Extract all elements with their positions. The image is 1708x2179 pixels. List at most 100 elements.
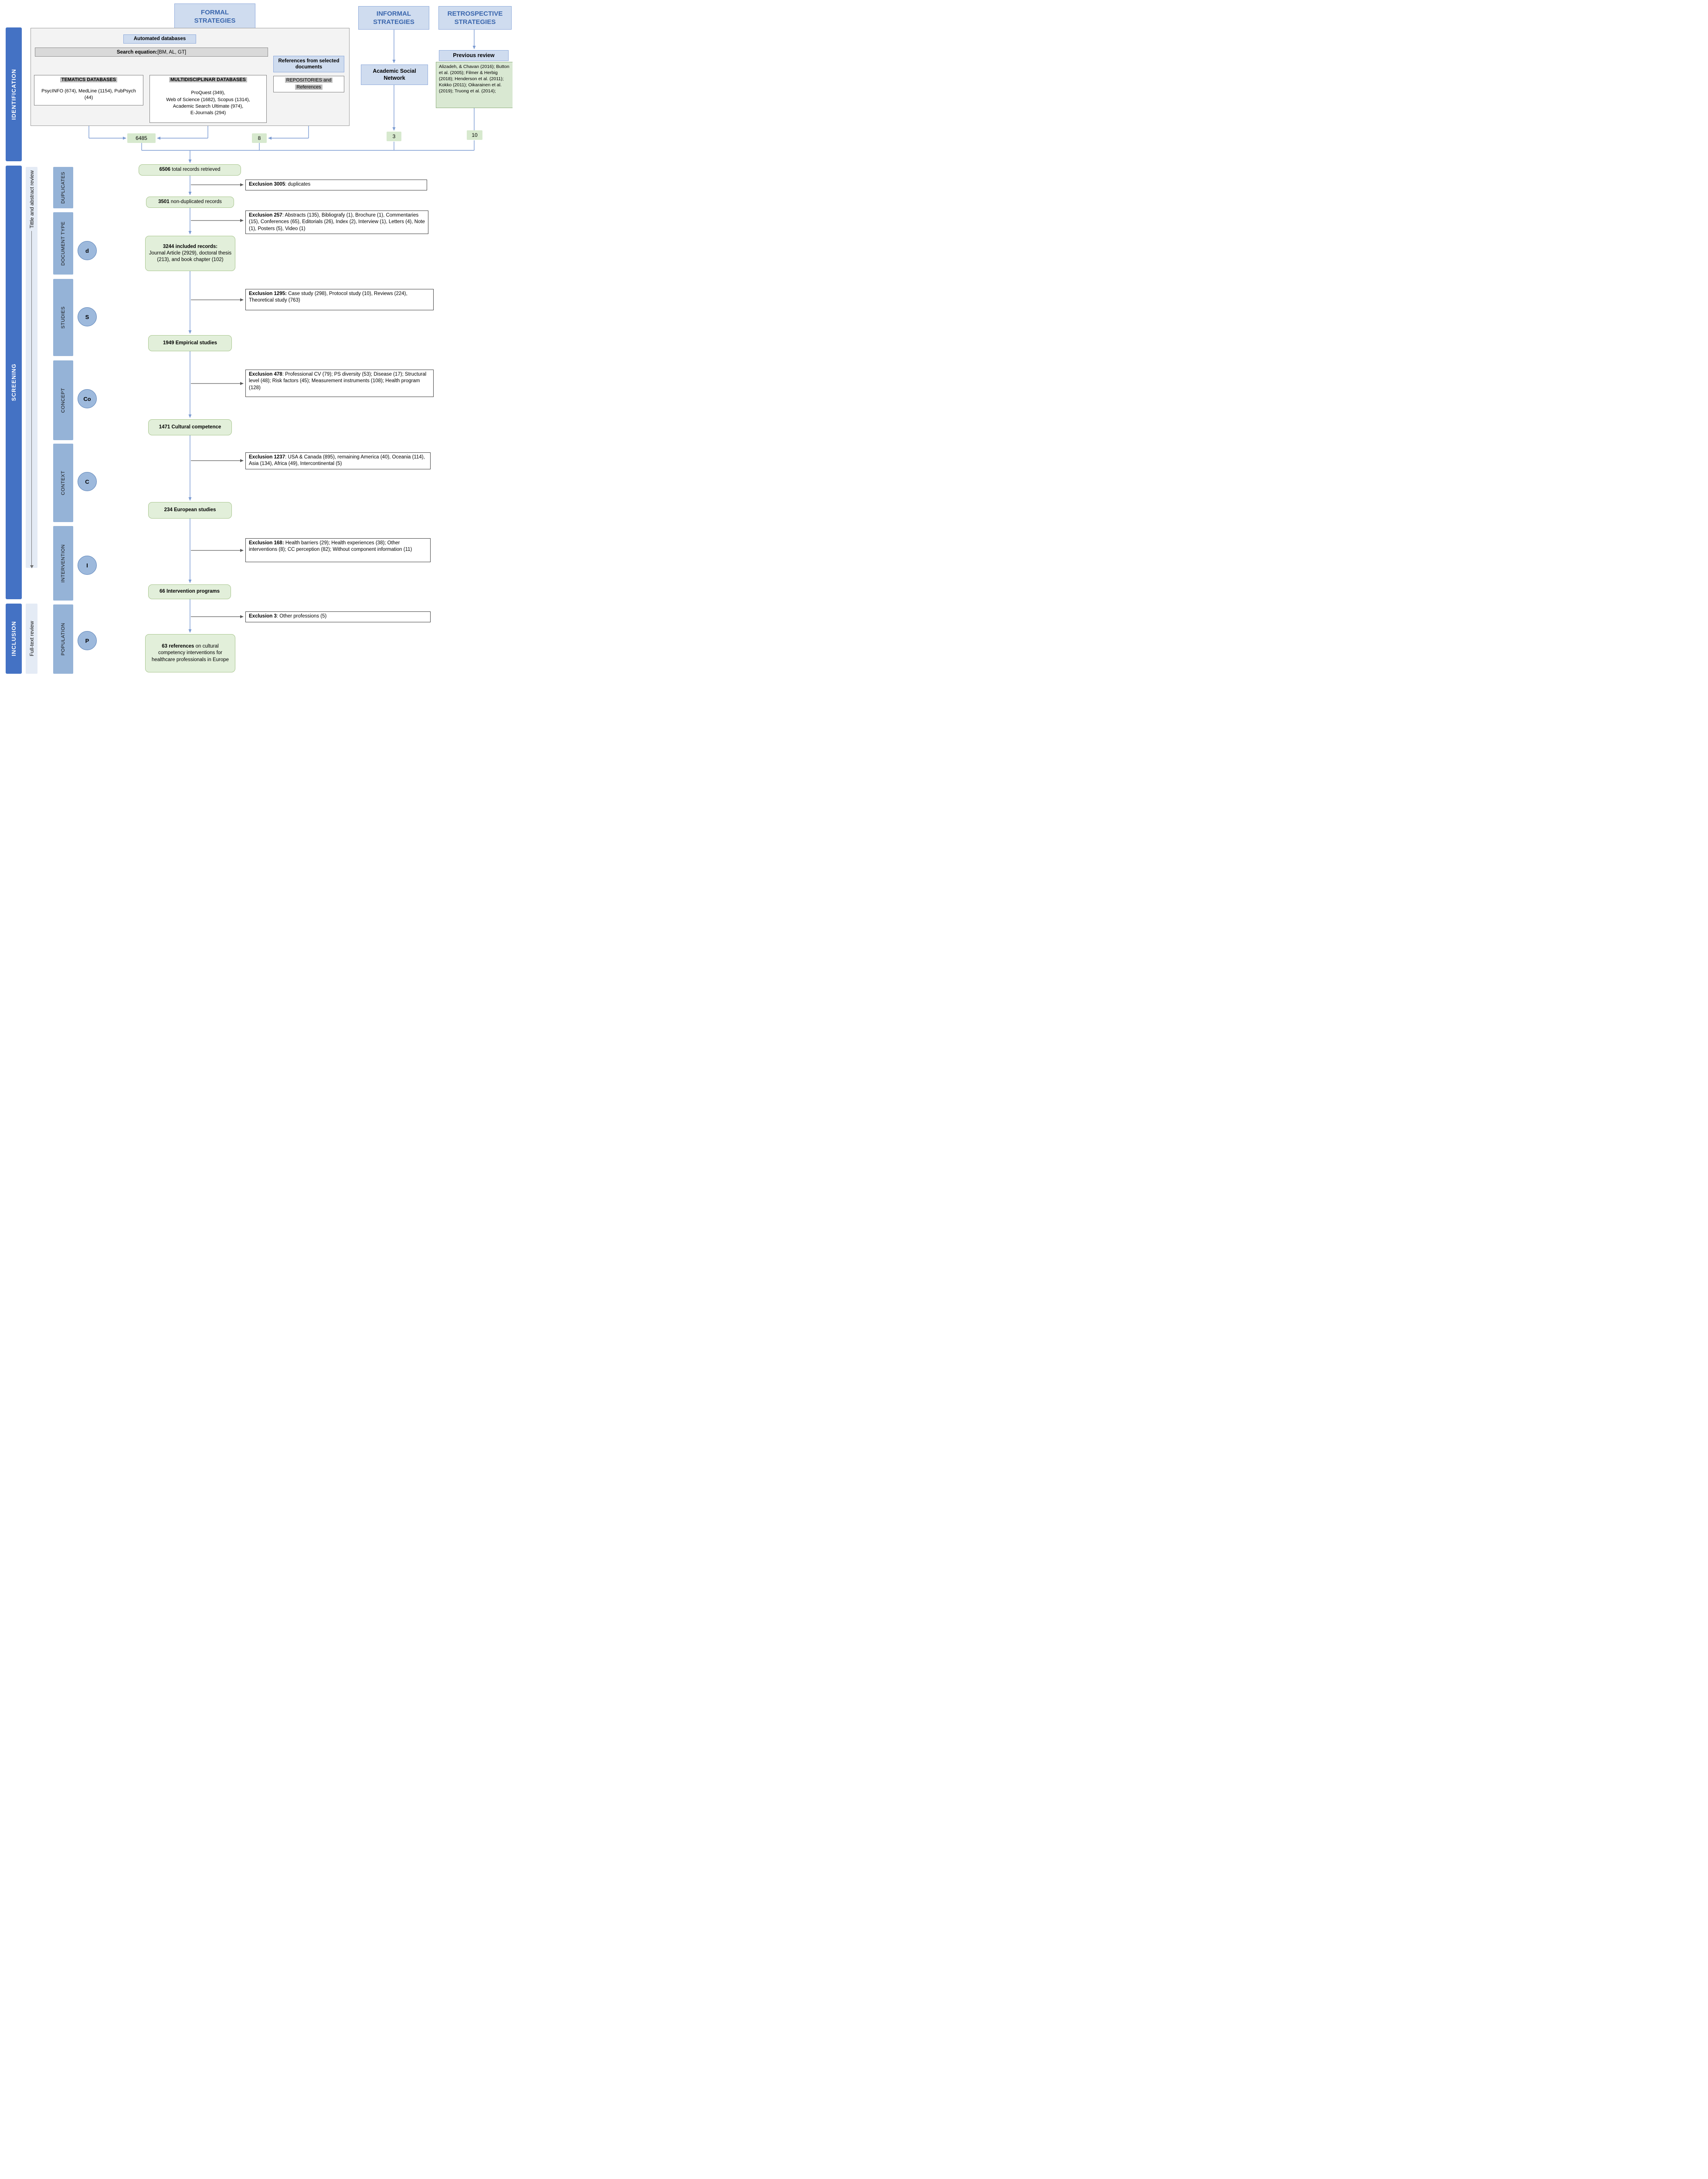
previous-review-label: Previous review bbox=[453, 52, 495, 58]
exclusion-document-type: Exclusion 257: Abstracts (135), Bibliogr… bbox=[245, 210, 428, 234]
flow-intervention-programs: 66 Intervention programs bbox=[148, 584, 231, 599]
academic-social-network-box: Academic Social Network bbox=[361, 64, 428, 85]
flow-total-retrieved: 6506 total records retrieved bbox=[139, 164, 241, 176]
exclusion-intervention-rest: Health barriers (29); Health experiences… bbox=[249, 540, 412, 553]
count-retrospective-value: 10 bbox=[472, 132, 478, 138]
mnemonic-p: P bbox=[85, 637, 89, 644]
exclusion-studies-rest: Case study (298), Protocol study (10), R… bbox=[249, 291, 407, 303]
repositories-line2: References bbox=[295, 85, 323, 90]
flow-final-references: 63 references on cultural competency int… bbox=[145, 634, 235, 672]
exclusion-duplicates-rest: : duplicates bbox=[285, 182, 311, 187]
flow-included-records: 3244 included records: Journal Article (… bbox=[145, 236, 235, 271]
tematics-databases-box: PsycINFO (674), MedLine (1154), PubPsych… bbox=[34, 84, 143, 105]
exclusion-context: Exclusion 1237: USA & Canada (895), rema… bbox=[245, 452, 431, 469]
multidisciplinar-line-3: Academic Search Ultimate (974), bbox=[173, 104, 244, 109]
mnemonic-d: d bbox=[85, 247, 89, 254]
repositories-line1: REPOSITORIES and bbox=[285, 78, 333, 83]
flow-empirical-studies: 1949 Empirical studies bbox=[148, 335, 232, 351]
informal-strategies-header: INFORMAL STRATEGIES bbox=[358, 6, 429, 30]
exclusion-studies-bold: Exclusion 1295: bbox=[249, 291, 287, 296]
count-references: 8 bbox=[252, 133, 267, 143]
mnemonic-circle-c: C bbox=[78, 472, 97, 491]
count-retrospective: 10 bbox=[467, 130, 482, 140]
tematics-databases-heading-box: TEMATICS DATABASES bbox=[34, 75, 143, 85]
flow-non-duplicated: 3501 non-duplicated records bbox=[146, 197, 234, 208]
flow-final-rest: on cultural competency interventions for… bbox=[151, 644, 229, 662]
stage-document-type: DOCUMENT TYPE bbox=[53, 212, 73, 275]
inclusion-section-label: INCLUSION bbox=[10, 621, 17, 656]
automated-databases-box: Automated databases bbox=[123, 34, 196, 44]
count-informal: 3 bbox=[387, 132, 401, 141]
formal-strategies-label: FORMAL STRATEGIES bbox=[194, 8, 236, 25]
tematics-databases-heading: TEMATICS DATABASES bbox=[60, 77, 118, 82]
stage-document-type-label: DOCUMENT TYPE bbox=[61, 221, 66, 266]
retrospective-strategies-header: RETROSPECTIVE STRATEGIES bbox=[438, 6, 512, 30]
exclusion-population-bold: Exclusion 3 bbox=[249, 614, 277, 619]
flow-included-records-rest: Journal Article (2929), doctoral thesis … bbox=[149, 250, 232, 263]
previous-review-box: Previous review bbox=[439, 50, 509, 61]
exclusion-context-bold: Exclusion 1237 bbox=[249, 455, 285, 460]
exclusion-duplicates-bold: Exclusion 3005 bbox=[249, 182, 285, 187]
flow-cultural-bold: 1471 Cultural competence bbox=[159, 424, 221, 430]
flow-final-bold: 63 references bbox=[162, 644, 194, 649]
identification-section-label: IDENTIFICATION bbox=[10, 68, 17, 120]
mnemonic-co: Co bbox=[83, 395, 91, 402]
count-databases: 6485 bbox=[127, 133, 156, 143]
stage-concept: CONCEPT bbox=[53, 360, 73, 440]
exclusion-studies: Exclusion 1295: Case study (298), Protoc… bbox=[245, 289, 434, 310]
mnemonic-circle-i: I bbox=[78, 556, 97, 575]
references-selected-label: References from selected documents bbox=[278, 58, 340, 70]
full-text-review-bar: Full-text review bbox=[26, 604, 37, 674]
screening-section-label: SCREENING bbox=[10, 363, 17, 401]
references-selected-box: References from selected documents bbox=[273, 56, 344, 72]
title-abstract-review-bar: Tittle and abstract review bbox=[26, 167, 37, 569]
exclusion-intervention: Exclusion 168: Health barriers (29); Hea… bbox=[245, 538, 431, 562]
flow-included-records-bold: 3244 included records: bbox=[163, 244, 218, 249]
search-equation-value: [BM, AL, GT] bbox=[157, 49, 187, 55]
previous-review-citations-box: Alizadeh, & Chavan (2016); Button et al.… bbox=[436, 62, 513, 108]
inclusion-section-bar: INCLUSION bbox=[6, 604, 22, 674]
academic-social-network-label: Academic Social Network bbox=[373, 68, 416, 81]
informal-strategies-label: INFORMAL STRATEGIES bbox=[373, 10, 414, 26]
stage-duplicates-label: DUPLICATES bbox=[61, 171, 66, 204]
retrospective-strategies-label: RETROSPECTIVE STRATEGIES bbox=[447, 10, 503, 26]
multidisciplinar-databases-heading-box: MULTIDISCIPLINAR DATABASES bbox=[149, 75, 267, 85]
exclusion-document-type-rest: : Abstracts (135), Bibliografy (1), Broc… bbox=[249, 213, 425, 231]
stage-concept-label: CONCEPT bbox=[61, 387, 66, 413]
exclusion-intervention-bold: Exclusion 168: bbox=[249, 540, 284, 546]
search-equation-bar: Search equation: [BM, AL, GT] bbox=[35, 48, 268, 57]
mnemonic-c: C bbox=[85, 478, 89, 485]
prisma-flow-diagram: FORMAL STRATEGIES INFORMAL STRATEGIES RE… bbox=[0, 0, 513, 675]
multidisciplinar-databases-box: ProQuest (349), Web of Science (1682), S… bbox=[149, 84, 267, 123]
mnemonic-circle-s: S bbox=[78, 307, 97, 326]
count-informal-value: 3 bbox=[392, 133, 396, 139]
multidisciplinar-line-1: ProQuest (349), bbox=[191, 90, 225, 96]
flow-intervention-bold: 66 Intervention programs bbox=[159, 589, 220, 594]
mnemonic-circle-d: d bbox=[78, 241, 97, 260]
formal-strategies-header: FORMAL STRATEGIES bbox=[174, 3, 255, 30]
automated-databases-label: Automated databases bbox=[133, 36, 186, 42]
flow-european-bold: 234 European studies bbox=[164, 507, 216, 513]
count-databases-value: 6485 bbox=[136, 135, 147, 141]
mnemonic-circle-p: P bbox=[78, 631, 97, 650]
multidisciplinar-line-2: Web of Science (1682), Scopus (1314), bbox=[166, 97, 250, 102]
stage-context: CONTEXT bbox=[53, 444, 73, 522]
exclusion-context-rest: : USA & Canada (895), remaining America … bbox=[249, 455, 425, 467]
flow-empirical-bold: 1949 Empirical studies bbox=[163, 340, 217, 346]
previous-review-citations: Alizadeh, & Chavan (2016); Button et al.… bbox=[439, 64, 509, 94]
exclusion-population-rest: : Other professions (5) bbox=[276, 614, 327, 619]
flow-european-studies: 234 European studies bbox=[148, 502, 232, 519]
exclusion-concept-rest: : Professional CV (79); PS diversity (53… bbox=[249, 372, 427, 390]
flow-total-retrieved-rest: total records retrieved bbox=[170, 167, 221, 173]
stage-duplicates: DUPLICATES bbox=[53, 167, 73, 208]
stage-studies: STUDIES bbox=[53, 279, 73, 356]
stage-studies-label: STUDIES bbox=[61, 306, 66, 329]
exclusion-duplicates: Exclusion 3005: duplicates bbox=[245, 180, 427, 190]
multidisciplinar-databases-heading: MULTIDISCIPLINAR DATABASES bbox=[169, 77, 247, 82]
flow-non-duplicated-rest: non-duplicated records bbox=[169, 199, 222, 205]
stage-context-label: CONTEXT bbox=[61, 470, 66, 496]
count-references-value: 8 bbox=[258, 135, 261, 141]
stage-intervention-label: INTERVENTION bbox=[61, 544, 66, 583]
mnemonic-i: I bbox=[86, 562, 88, 569]
identification-section-bar: IDENTIFICATION bbox=[6, 27, 22, 161]
